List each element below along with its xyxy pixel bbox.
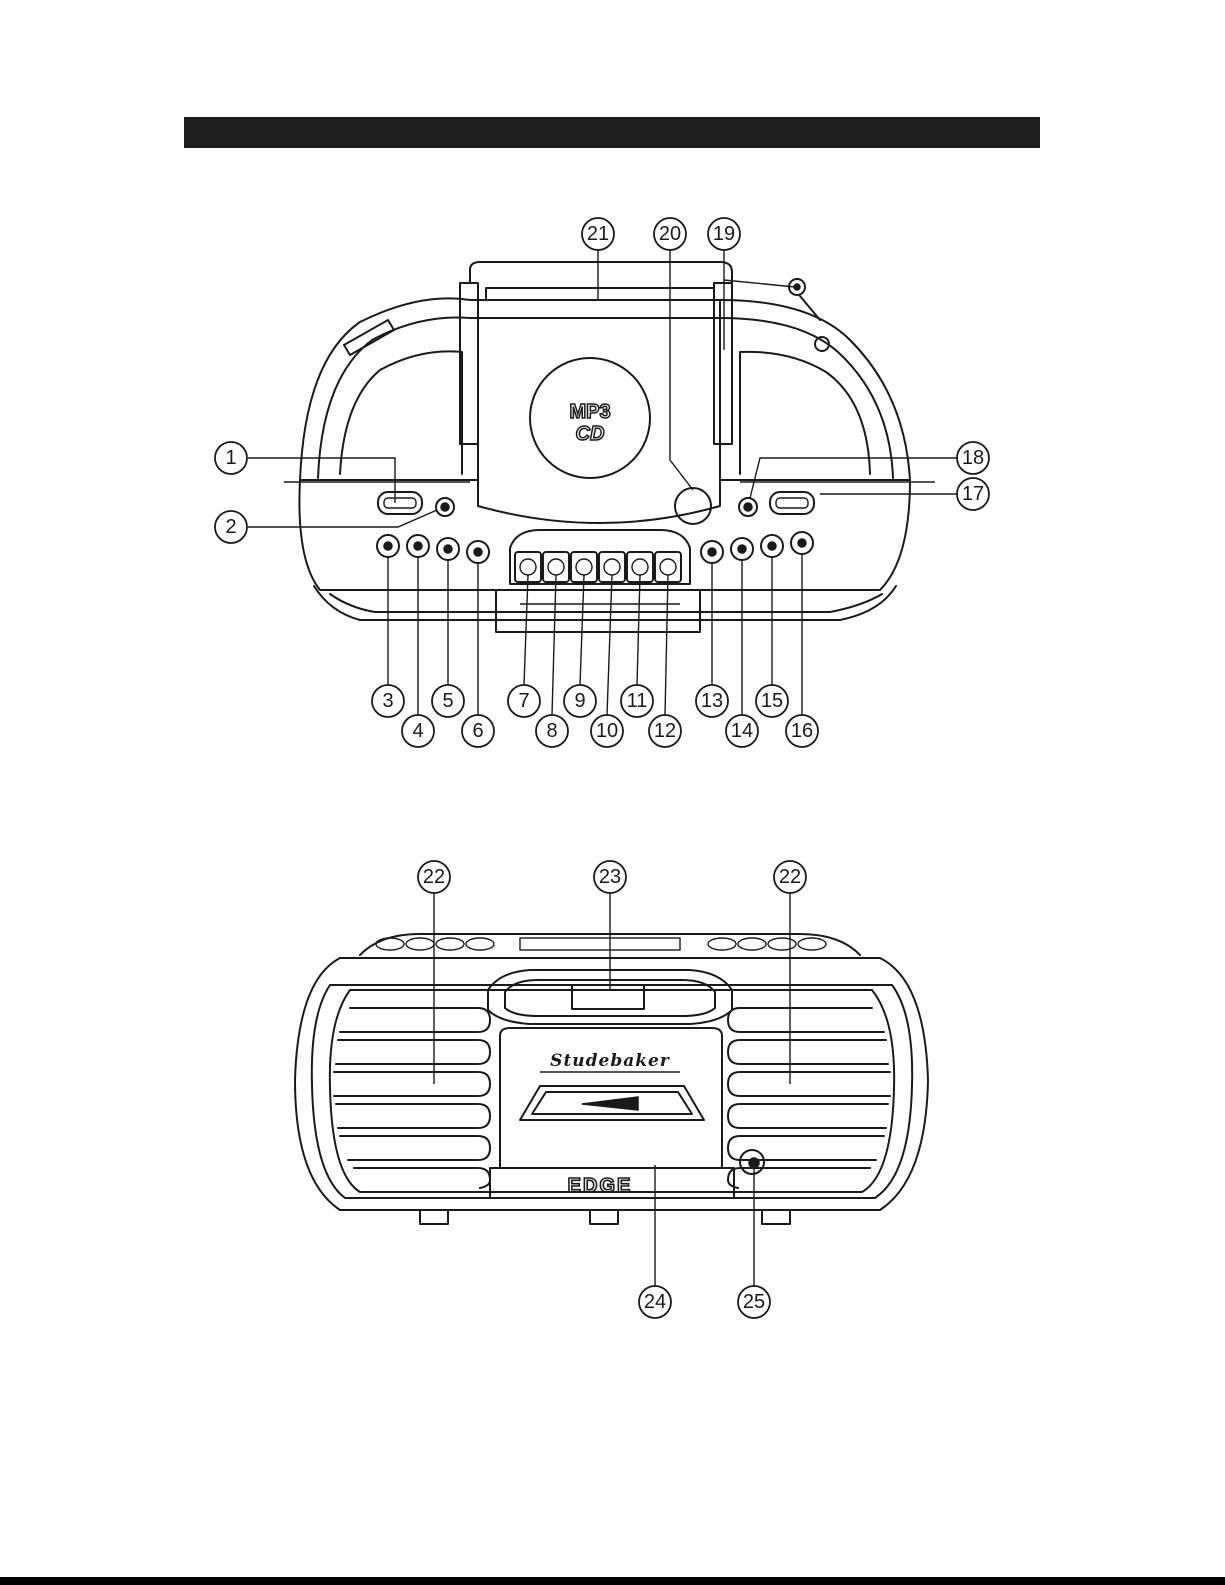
- callout-16: 16: [786, 715, 818, 747]
- callout-12: 12: [649, 715, 681, 747]
- svg-text:17: 17: [962, 483, 984, 505]
- svg-text:16: 16: [791, 720, 813, 742]
- svg-text:6: 6: [472, 720, 483, 742]
- svg-text:15: 15: [761, 690, 783, 712]
- svg-text:3: 3: [382, 690, 393, 712]
- svg-text:11: 11: [627, 690, 648, 712]
- svg-text:21: 21: [587, 223, 609, 245]
- svg-text:18: 18: [962, 447, 984, 469]
- callout-21: 21: [582, 218, 614, 250]
- callout-15: 15: [756, 685, 788, 717]
- callout-19: 19: [708, 218, 740, 250]
- svg-text:10: 10: [596, 720, 618, 742]
- svg-text:23: 23: [599, 866, 621, 888]
- callout-20: 20: [654, 218, 686, 250]
- callout-2: 2: [215, 511, 247, 543]
- callout-22-right: 22: [774, 861, 806, 893]
- svg-text:4: 4: [412, 720, 423, 742]
- svg-text:22: 22: [423, 866, 445, 888]
- svg-text:1: 1: [225, 447, 236, 469]
- callout-13: 13: [696, 685, 728, 717]
- svg-text:5: 5: [442, 690, 453, 712]
- callout-4: 4: [402, 715, 434, 747]
- callout-22-left: 22: [418, 861, 450, 893]
- svg-text:24: 24: [644, 1291, 666, 1313]
- svg-text:8: 8: [546, 720, 557, 742]
- svg-text:14: 14: [731, 720, 753, 742]
- callout-18: 18: [957, 442, 989, 474]
- svg-text:2: 2: [225, 516, 236, 538]
- svg-text:7: 7: [518, 690, 529, 712]
- callout-9: 9: [564, 685, 596, 717]
- callout-6: 6: [462, 715, 494, 747]
- callout-1: 1: [215, 442, 247, 474]
- callout-3: 3: [372, 685, 404, 717]
- callout-10: 10: [591, 715, 623, 747]
- callout-7: 7: [508, 685, 540, 717]
- callout-23: 23: [594, 861, 626, 893]
- callout-5: 5: [432, 685, 464, 717]
- svg-text:22: 22: [779, 866, 801, 888]
- callout-25: 25: [738, 1286, 770, 1318]
- svg-text:20: 20: [659, 223, 681, 245]
- callout-11: 11: [621, 685, 653, 717]
- svg-text:13: 13: [701, 690, 723, 712]
- svg-text:12: 12: [654, 720, 676, 742]
- callout-14: 14: [726, 715, 758, 747]
- leader-lines-front: [434, 888, 790, 1286]
- page-bottom-rule: [0, 1577, 1225, 1585]
- callout-17: 17: [957, 478, 989, 510]
- leader-lines-top: [248, 240, 957, 715]
- svg-text:19: 19: [713, 223, 735, 245]
- callout-24: 24: [639, 1286, 671, 1318]
- svg-text:9: 9: [574, 690, 585, 712]
- svg-text:25: 25: [743, 1291, 765, 1313]
- callout-8: 8: [536, 715, 568, 747]
